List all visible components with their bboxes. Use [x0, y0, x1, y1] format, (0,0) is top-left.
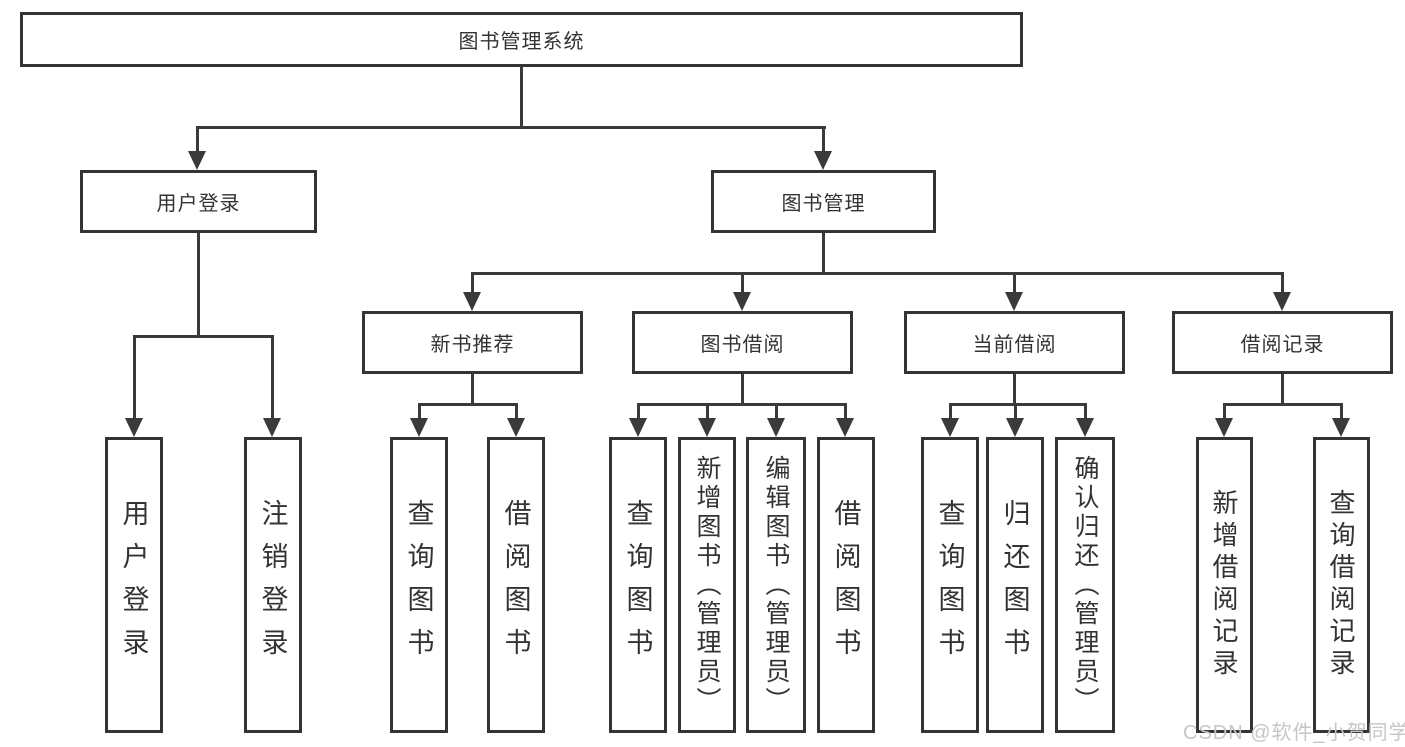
arrow-down-icon — [507, 418, 525, 437]
arrow-down-icon — [1215, 418, 1233, 437]
connector-leaf-stem — [706, 403, 709, 422]
leaf-borrow-books-recommend: 借阅图书 — [487, 437, 545, 733]
connector-borrowing-hbar — [637, 403, 847, 406]
arrow-down-icon — [1076, 418, 1094, 437]
arrow-down-icon — [1005, 292, 1023, 311]
arrow-down-icon — [1006, 418, 1024, 437]
leaf-add-borrow-record: 新增借阅记录 — [1196, 437, 1253, 733]
connector-to-user-login — [196, 126, 199, 154]
connector-to-leaf-logout — [271, 335, 274, 420]
connector-leaf-stem — [1084, 403, 1087, 422]
connector-leaf-stem — [1223, 403, 1226, 422]
connector-borrowing-stem — [741, 374, 744, 405]
node-current-borrowing: 当前借阅 — [904, 311, 1125, 374]
leaf-return-books: 归还图书 — [986, 437, 1044, 733]
node-borrowing-records: 借阅记录 — [1172, 311, 1393, 374]
connector-leaf-stem — [418, 403, 421, 422]
arrow-down-icon — [698, 418, 716, 437]
connector-to-leaf-user-login — [133, 335, 136, 420]
node-book-management: 图书管理 — [711, 170, 936, 233]
arrow-down-icon — [410, 418, 428, 437]
leaf-borrow-books: 借阅图书 — [817, 437, 875, 733]
connector-root-hbar — [197, 126, 826, 129]
leaf-edit-books-admin-label: 编辑图书（管理员） — [762, 454, 790, 716]
node-root: 图书管理系统 — [20, 12, 1023, 67]
node-borrowing-records-label: 借阅记录 — [1240, 334, 1325, 356]
arrow-down-icon — [814, 151, 832, 170]
arrow-down-icon — [767, 418, 785, 437]
connector-leaf-stem — [775, 403, 778, 422]
connector-leaf-stem — [637, 403, 640, 422]
connector-recommend-stem — [471, 374, 474, 405]
leaf-confirm-return-admin: 确认归还（管理员） — [1055, 437, 1115, 733]
connector-user-login-hbar — [133, 335, 274, 338]
arrow-down-icon — [125, 418, 143, 437]
arrow-down-icon — [836, 418, 854, 437]
connector-current-hbar — [949, 403, 1086, 406]
leaf-query-borrow-record: 查询借阅记录 — [1313, 437, 1370, 733]
node-current-borrowing-label: 当前借阅 — [972, 334, 1057, 356]
arrow-down-icon — [263, 418, 281, 437]
connector-to-current-borrowing — [1013, 272, 1016, 298]
arrow-down-icon — [463, 292, 481, 311]
leaf-user-login: 用户登录 — [105, 437, 163, 733]
node-user-login: 用户登录 — [80, 170, 317, 233]
arrow-down-icon — [1273, 292, 1291, 311]
leaf-query-books-current-label: 查询图书 — [934, 499, 965, 671]
connector-root-stem — [520, 67, 523, 128]
connector-leaf-stem — [515, 403, 518, 422]
leaf-logout: 注销登录 — [244, 437, 302, 733]
leaf-query-books-current: 查询图书 — [921, 437, 979, 733]
connector-leaf-stem — [844, 403, 847, 422]
connector-records-hbar — [1223, 403, 1343, 406]
node-root-label: 图书管理系统 — [458, 31, 585, 53]
connector-book-management-stem — [822, 233, 825, 274]
leaf-query-books-borrowing-label: 查询图书 — [622, 499, 653, 671]
leaf-query-books-borrowing: 查询图书 — [609, 437, 667, 733]
arrow-down-icon — [1332, 418, 1350, 437]
node-new-book-recommend: 新书推荐 — [362, 311, 583, 374]
arrow-down-icon — [733, 292, 751, 311]
leaf-add-borrow-record-label: 新增借阅记录 — [1209, 489, 1239, 681]
connector-to-book-borrowing — [741, 272, 744, 298]
leaf-user-login-label: 用户登录 — [118, 499, 149, 671]
connector-user-login-stem — [197, 233, 200, 337]
leaf-return-books-label: 归还图书 — [999, 499, 1030, 671]
connector-leaf-stem — [949, 403, 952, 422]
connector-leaf-stem — [1340, 403, 1343, 422]
connector-to-book-management — [822, 126, 825, 154]
connector-to-new-book-recommend — [471, 272, 474, 298]
connector-recommend-hbar — [418, 403, 518, 406]
leaf-confirm-return-admin-label: 确认归还（管理员） — [1071, 454, 1099, 716]
arrow-down-icon — [188, 151, 206, 170]
leaf-query-books-recommend: 查询图书 — [390, 437, 448, 733]
node-book-borrowing-label: 图书借阅 — [700, 334, 785, 356]
leaf-add-books-admin-label: 新增图书（管理员） — [693, 454, 721, 716]
connector-leaf-stem — [1014, 403, 1017, 422]
node-user-login-label: 用户登录 — [156, 193, 241, 215]
leaf-borrow-books-recommend-label: 借阅图书 — [500, 499, 531, 671]
leaf-add-books-admin: 新增图书（管理员） — [678, 437, 736, 733]
connector-book-management-hbar — [471, 272, 1283, 275]
leaf-edit-books-admin: 编辑图书（管理员） — [746, 437, 806, 733]
arrow-down-icon — [629, 418, 647, 437]
connector-to-borrowing-records — [1281, 272, 1284, 298]
connector-records-stem — [1281, 374, 1284, 405]
leaf-logout-label: 注销登录 — [257, 499, 288, 671]
leaf-query-books-recommend-label: 查询图书 — [403, 499, 434, 671]
connector-current-stem — [1013, 374, 1016, 405]
node-new-book-recommend-label: 新书推荐 — [430, 334, 515, 356]
leaf-query-borrow-record-label: 查询借阅记录 — [1326, 489, 1356, 681]
csdn-watermark: CSDN @软件_小贺同学 — [1183, 722, 1405, 744]
node-book-borrowing: 图书借阅 — [632, 311, 853, 374]
arrow-down-icon — [941, 418, 959, 437]
leaf-borrow-books-label: 借阅图书 — [830, 499, 861, 671]
node-book-management-label: 图书管理 — [781, 193, 866, 215]
